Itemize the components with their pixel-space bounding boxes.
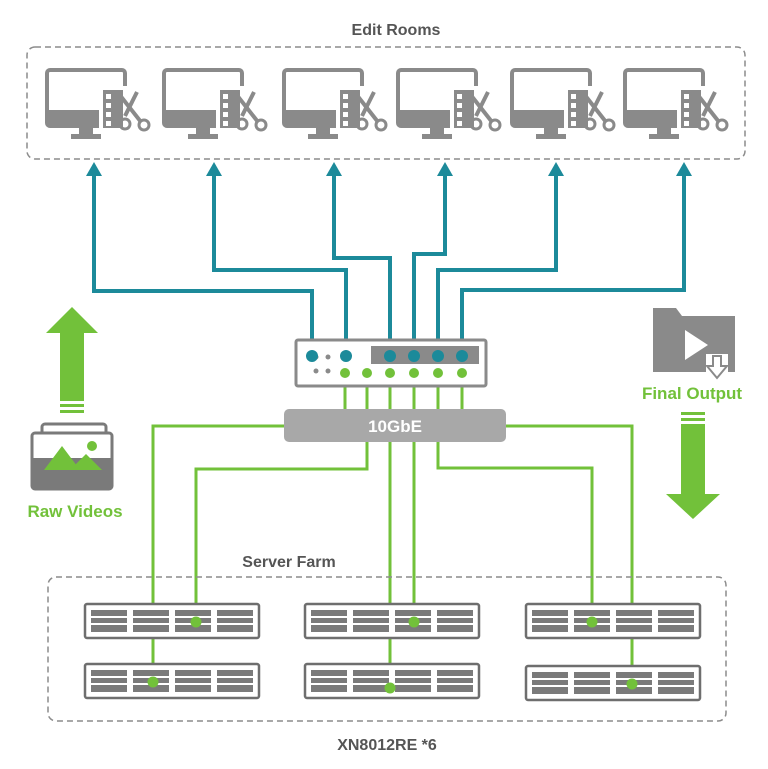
server-farm-group [47,576,727,722]
upload-arrow-icon [46,307,98,413]
edit-room-monitor-icon [45,68,153,141]
switch-green-ports [340,368,467,378]
server-farm-title: Server Farm [242,554,335,571]
edit-room-monitor-icon [162,68,270,141]
network-switch-icon [294,338,488,388]
switch-10gbe-bar [284,409,506,442]
server-model-label: XN8012RE *6 [337,737,437,754]
edit-room-monitor-icon [282,68,390,141]
rack-server-icon [83,602,261,640]
server-connection-dots [147,616,638,694]
switch-teal-ports [306,350,468,362]
edit-rooms-title: Edit Rooms [352,22,441,39]
teal-connections [92,172,686,356]
teal-arrowheads [86,162,692,176]
rack-server-icon [83,662,261,700]
photo-stack-icon [30,422,114,491]
raw-videos-label: Raw Videos [27,502,122,521]
edit-rooms-group [26,46,746,160]
edit-room-monitor-icon [510,68,618,141]
rack-server-icon [303,602,481,640]
rack-server-icon [524,664,702,702]
download-arrow-icon [666,412,720,519]
edit-room-monitor-icon [396,68,504,141]
video-folder-icon [653,308,735,382]
switch-10gbe-label: 10GbE [368,417,422,436]
final-output-label: Final Output [642,384,742,403]
edit-room-monitor-icon [623,68,731,141]
rack-server-icon [524,602,702,640]
